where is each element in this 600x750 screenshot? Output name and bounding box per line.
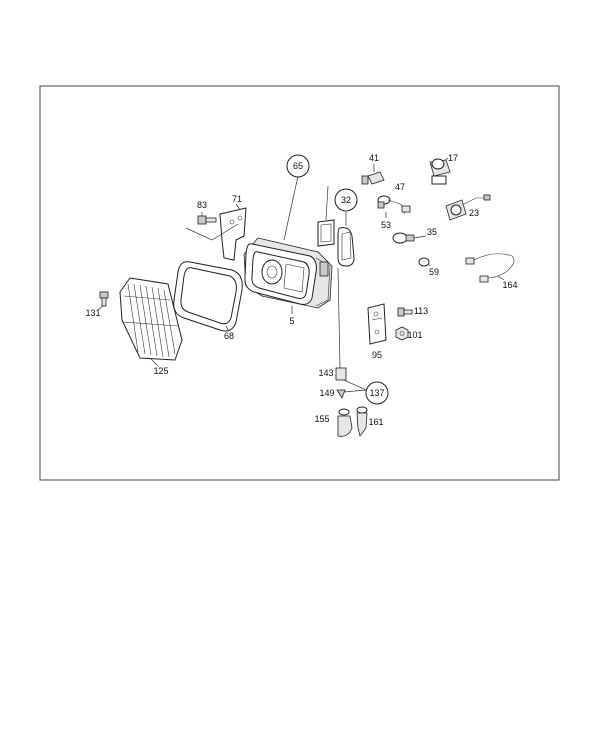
leader-83-71 xyxy=(185,223,239,241)
label-149: 149 xyxy=(319,388,334,398)
label-53: 53 xyxy=(381,220,391,230)
callout-65-text: 65 xyxy=(293,161,303,171)
part-83-screw[interactable] xyxy=(197,212,217,225)
leader-65 xyxy=(283,175,299,241)
part-35-bulb[interactable] xyxy=(392,232,427,244)
part-143-plug[interactable] xyxy=(335,367,347,381)
label-35: 35 xyxy=(427,227,437,237)
part-161-connector[interactable] xyxy=(356,406,368,437)
label-23: 23 xyxy=(469,208,479,218)
label-161: 161 xyxy=(368,417,383,427)
label-47: 47 xyxy=(395,182,405,192)
part-149-pin[interactable] xyxy=(336,389,346,399)
part-101-nut[interactable] xyxy=(395,326,409,341)
label-41: 41 xyxy=(369,153,379,163)
label-125: 125 xyxy=(153,366,168,376)
callout-65[interactable]: 65 xyxy=(286,154,310,178)
leader-housing-137 xyxy=(337,267,341,369)
label-71: 71 xyxy=(232,194,242,204)
part-113-screw[interactable] xyxy=(397,307,413,317)
part-32-cap[interactable] xyxy=(317,185,355,267)
label-17: 17 xyxy=(448,153,458,163)
label-143: 143 xyxy=(318,368,333,378)
label-59: 59 xyxy=(429,267,439,277)
label-83: 83 xyxy=(197,200,207,210)
part-125-grille[interactable] xyxy=(119,277,183,367)
part-59-bulb[interactable] xyxy=(418,257,431,267)
part-68-gasket[interactable] xyxy=(173,261,243,332)
label-155: 155 xyxy=(314,414,329,424)
part-41-bulb[interactable] xyxy=(361,164,385,185)
callout-137[interactable]: 137 xyxy=(365,381,389,405)
label-101: 101 xyxy=(407,330,422,340)
label-131: 131 xyxy=(85,308,100,318)
part-71-bracket[interactable] xyxy=(219,203,247,261)
callout-32-text: 32 xyxy=(341,195,351,205)
part-17-lamp-holder[interactable] xyxy=(429,157,451,185)
callout-32[interactable]: 32 xyxy=(334,188,358,212)
part-131-bolt[interactable] xyxy=(97,291,109,311)
part-155-connector[interactable] xyxy=(337,408,353,437)
callout-137-text: 137 xyxy=(369,388,384,398)
label-68: 68 xyxy=(224,331,234,341)
part-5-headlamp-housing[interactable] xyxy=(243,237,333,314)
label-164: 164 xyxy=(502,280,517,290)
label-95: 95 xyxy=(372,350,382,360)
part-95-bracket-plate[interactable] xyxy=(367,303,387,345)
label-5: 5 xyxy=(289,316,294,326)
part-23-socket[interactable] xyxy=(445,194,491,221)
part-47-bulb[interactable] xyxy=(377,195,411,215)
part-164-cable[interactable] xyxy=(465,253,515,283)
label-113: 113 xyxy=(414,306,428,316)
